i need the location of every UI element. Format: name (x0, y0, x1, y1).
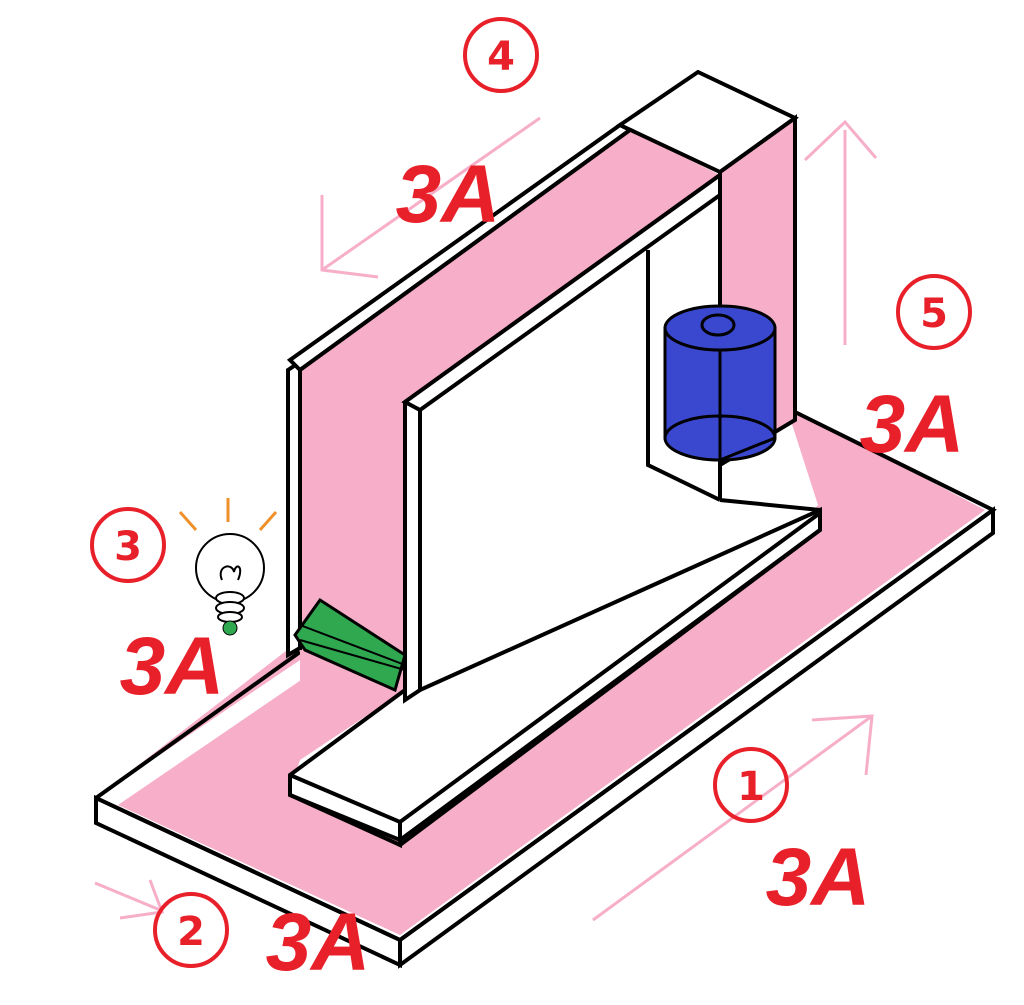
segment-3-label: 3 (90, 507, 166, 583)
segment-3-current: 3A (120, 621, 225, 712)
battery-cell-icon (663, 304, 777, 462)
top-bar (286, 69, 799, 413)
segment-5-label: 5 (896, 274, 972, 350)
segment-4-number: 4 (487, 34, 515, 80)
segment-1-current: 3A (766, 832, 871, 923)
switch-icon (293, 597, 407, 693)
arrow-segment-5 (803, 119, 878, 345)
arrow-segment-2 (94, 879, 165, 920)
base-plate (94, 410, 997, 969)
segment-5-current: 3A (860, 379, 965, 470)
segment-5-number: 5 (920, 291, 948, 337)
segment-2-current: 3A (266, 897, 371, 988)
segment-4-current: 3A (396, 149, 501, 240)
segment-2-label: 2 (153, 892, 229, 968)
segment-1-label: 1 (713, 747, 789, 823)
light-bulb-icon (178, 498, 278, 636)
segment-4-label: 4 (463, 17, 539, 93)
arrow-segment-4 (320, 116, 541, 279)
segment-1-number: 1 (737, 764, 765, 810)
segment-3-number: 3 (114, 524, 142, 570)
segment-2-number: 2 (177, 909, 205, 955)
